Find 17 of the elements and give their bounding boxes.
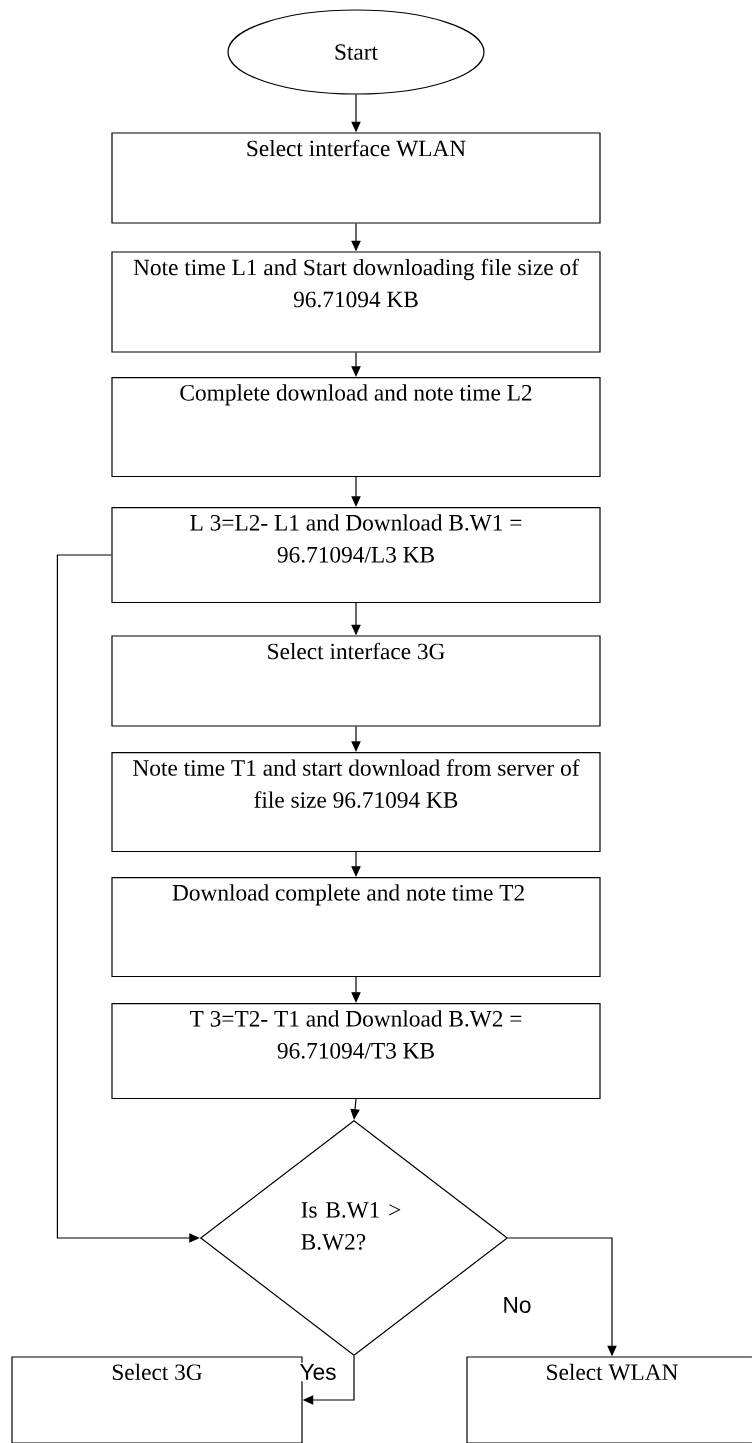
process-box: L 3=L2- L1 and Download B.W1 = 96.71094/L3 KB (111, 506, 601, 604)
process-box: Download complete and note time T2 (111, 876, 601, 978)
process-box: Select WLAN (466, 1356, 752, 1443)
arrow (351, 352, 361, 377)
arrow (351, 851, 361, 877)
arrow (351, 976, 361, 1003)
arrow (351, 476, 361, 507)
process-box: Complete download and note time L2 (111, 376, 601, 478)
process-box: Select interface 3G (111, 635, 601, 727)
process-box: T 3=T2- T1 and Download B.W2 = 96.71094/T3 KB (111, 1002, 601, 1100)
process-box: Select interface WLAN (111, 132, 601, 224)
edge-label: Yes (298, 1362, 338, 1382)
arrow (56, 554, 200, 1243)
process-box: Note time T1 and start download from server of file size 96.71094 KB (111, 751, 601, 853)
process-box: Note time L1 and Start downloading file size of 96.71094 KB (111, 251, 601, 353)
arrow (350, 1098, 360, 1120)
arrow (351, 726, 361, 752)
